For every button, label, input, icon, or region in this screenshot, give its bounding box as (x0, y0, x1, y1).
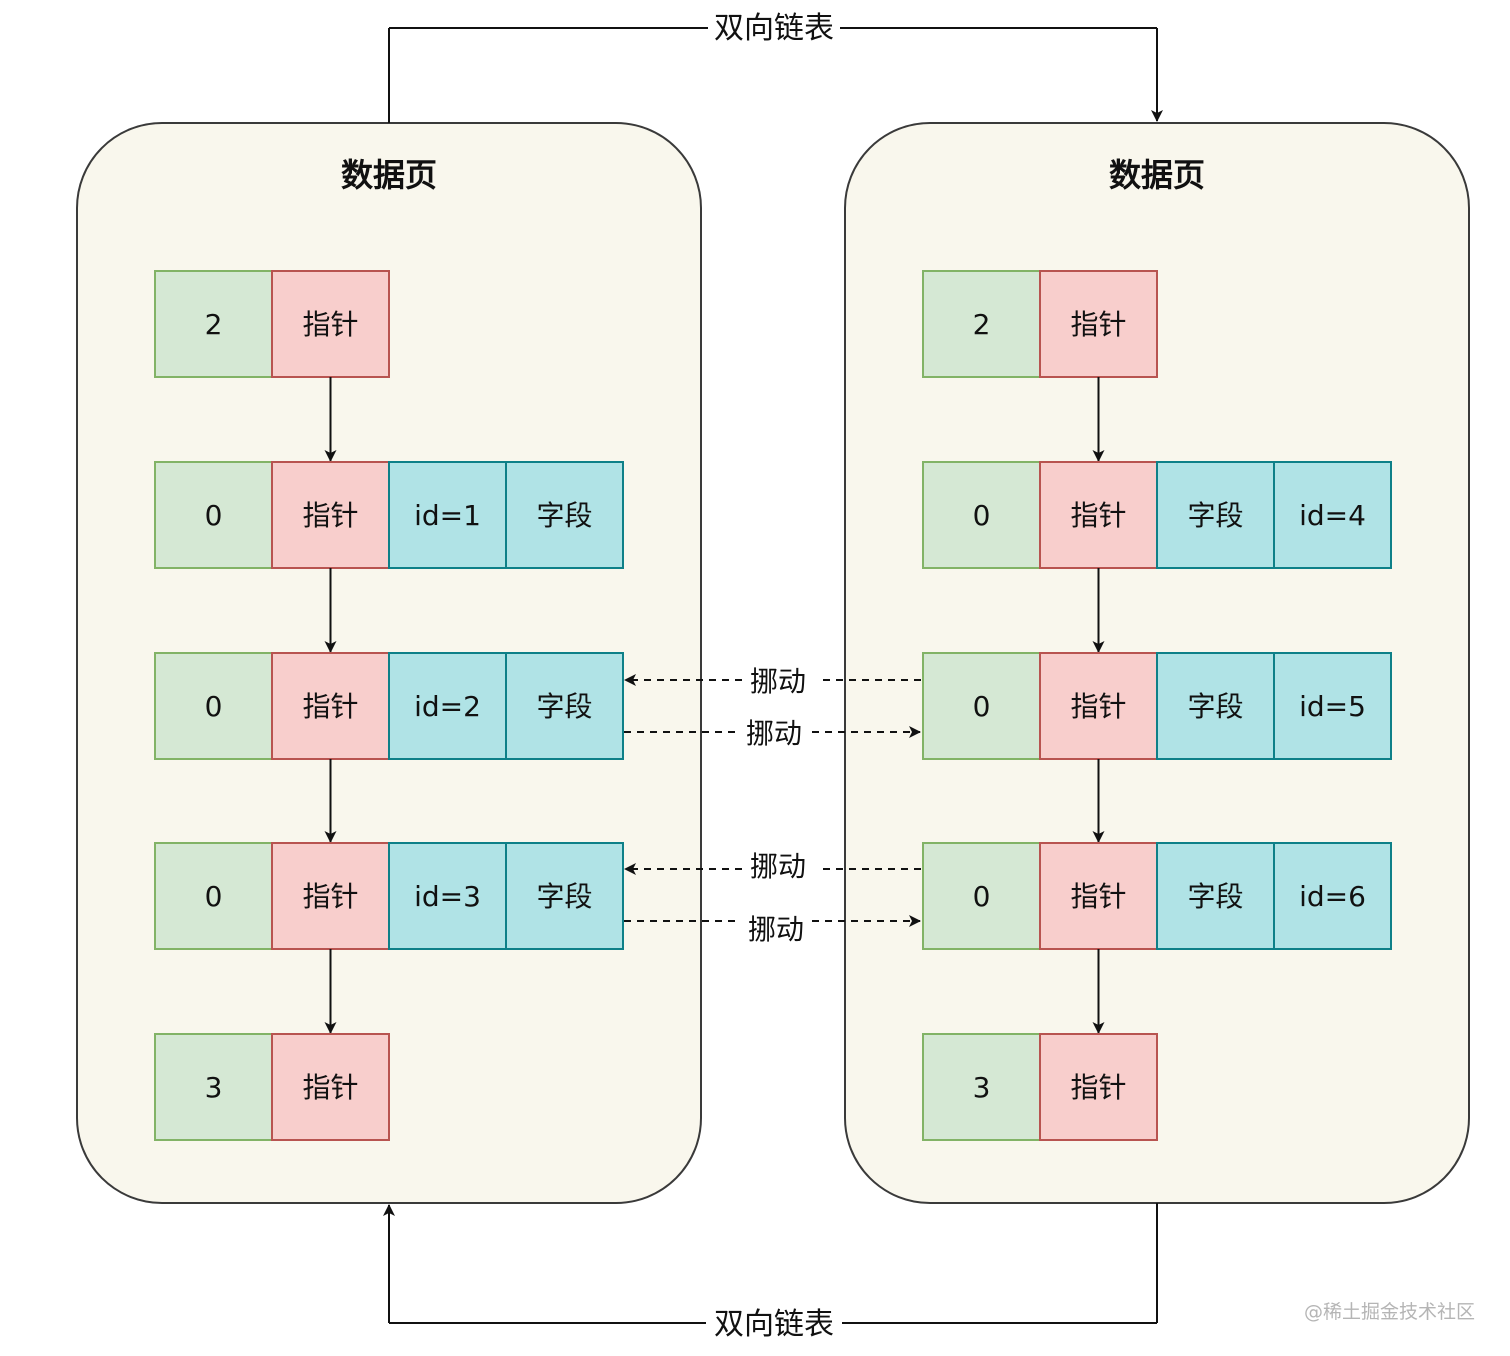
record-cell-text-p1-r2-c1: 指针 (1070, 690, 1126, 723)
record-cell-text-p0-r4-c1: 指针 (302, 1071, 358, 1104)
record-cell-p1-r0-c0 (922, 270, 1041, 378)
record-cell-text-p1-r0-c0: 2 (973, 308, 991, 341)
data-page-right-title: 数据页 (1109, 156, 1205, 194)
record-cell-p0-r3-c3 (505, 842, 624, 950)
record-cell-p1-r4-c1 (1039, 1033, 1158, 1141)
record-cell-text-p0-r1-c2: id=1 (414, 499, 481, 532)
record-cell-text-p1-r4-c0: 3 (973, 1071, 991, 1104)
record-cell-text-p1-r0-c1: 指针 (1070, 308, 1126, 341)
record-cell-text-p1-r3-c3: id=6 (1299, 880, 1366, 913)
record-cell-p0-r3-c1 (271, 842, 390, 950)
record-cell-p0-r4-c0 (154, 1033, 273, 1141)
record-cell-p1-r2-c2 (1156, 652, 1275, 760)
move-label-2: 挪动 (746, 717, 802, 750)
record-cell-p0-r1-c3 (505, 461, 624, 569)
move-label-1: 挪动 (750, 665, 806, 698)
move-label-4: 挪动 (748, 913, 804, 946)
record-cell-text-p0-r2-c1: 指针 (302, 690, 358, 723)
record-cell-text-p0-r0-c1: 指针 (302, 308, 358, 341)
record-cell-text-p0-r2-c0: 0 (205, 690, 223, 723)
record-cell-p1-r4-c0 (922, 1033, 1041, 1141)
record-cell-p0-r3-c0 (154, 842, 273, 950)
record-cell-p0-r3-c2 (388, 842, 507, 950)
record-cell-p1-r2-c0 (922, 652, 1041, 760)
data-page-left-title: 数据页 (341, 156, 437, 194)
record-cell-text-p1-r1-c3: id=4 (1299, 499, 1366, 532)
record-cell-text-p0-r3-c1: 指针 (302, 880, 358, 913)
record-cell-p0-r2-c1 (271, 652, 390, 760)
record-cell-text-p1-r3-c0: 0 (973, 880, 991, 913)
record-cell-p1-r3-c3 (1273, 842, 1392, 950)
record-cell-p0-r0-c0 (154, 270, 273, 378)
record-cell-p1-r1-c2 (1156, 461, 1275, 569)
record-cell-text-p1-r3-c1: 指针 (1070, 880, 1126, 913)
record-cell-text-p1-r2-c2: 字段 (1187, 690, 1243, 723)
record-cell-text-p1-r1-c0: 0 (973, 499, 991, 532)
record-cell-text-p0-r1-c1: 指针 (302, 499, 358, 532)
record-cell-text-p1-r4-c1: 指针 (1070, 1071, 1126, 1104)
record-cell-p0-r4-c1 (271, 1033, 390, 1141)
record-cell-text-p0-r1-c3: 字段 (536, 499, 592, 532)
record-cell-p0-r1-c2 (388, 461, 507, 569)
record-cell-text-p1-r1-c2: 字段 (1187, 499, 1243, 532)
record-cell-text-p0-r0-c0: 2 (205, 308, 223, 341)
record-cell-text-p1-r2-c0: 0 (973, 690, 991, 723)
move-label-3: 挪动 (750, 850, 806, 883)
bottom-link-label: 双向链表 (714, 1307, 834, 1342)
record-cell-p1-r3-c2 (1156, 842, 1275, 950)
record-cell-p0-r2-c0 (154, 652, 273, 760)
record-cell-text-p0-r1-c0: 0 (205, 499, 223, 532)
record-cell-p0-r2-c2 (388, 652, 507, 760)
record-cell-text-p0-r3-c2: id=3 (414, 880, 481, 913)
record-cell-text-p1-r1-c1: 指针 (1070, 499, 1126, 532)
watermark: @稀土掘金技术社区 (1304, 1301, 1475, 1323)
record-cell-text-p0-r2-c2: id=2 (414, 690, 481, 723)
record-cell-text-p1-r3-c2: 字段 (1187, 880, 1243, 913)
record-cell-text-p1-r2-c3: id=5 (1299, 690, 1366, 723)
top-link-label: 双向链表 (714, 11, 834, 46)
record-cell-p0-r2-c3 (505, 652, 624, 760)
record-cell-p0-r1-c1 (271, 461, 390, 569)
record-cell-text-p0-r2-c3: 字段 (536, 690, 592, 723)
record-cell-p1-r3-c0 (922, 842, 1041, 950)
record-cell-text-p0-r3-c0: 0 (205, 880, 223, 913)
record-cell-p1-r3-c1 (1039, 842, 1158, 950)
record-cell-p1-r0-c1 (1039, 270, 1158, 378)
record-cell-p1-r2-c3 (1273, 652, 1392, 760)
record-cell-p1-r1-c3 (1273, 461, 1392, 569)
record-cell-text-p0-r4-c0: 3 (205, 1071, 223, 1104)
record-cell-text-p0-r3-c3: 字段 (536, 880, 592, 913)
